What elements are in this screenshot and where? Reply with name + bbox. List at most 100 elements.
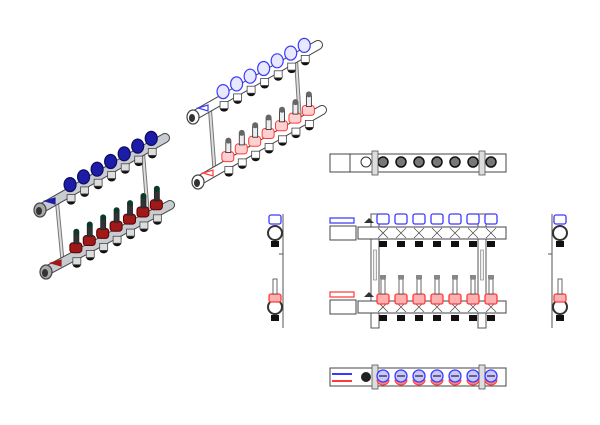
supply-valve-cap bbox=[430, 213, 444, 225]
supply-bar bbox=[357, 226, 507, 240]
return-fitting-bore bbox=[194, 179, 200, 187]
flow-meter-knob bbox=[86, 221, 93, 228]
flow-meter-knob bbox=[265, 114, 272, 121]
return-outlet bbox=[85, 250, 95, 258]
return-outlet-cap bbox=[433, 315, 441, 321]
flow-meter-knob bbox=[127, 200, 134, 207]
supply-fitting-bore bbox=[36, 207, 42, 215]
supply-outlet bbox=[147, 147, 157, 156]
air-vent-bottom bbox=[361, 372, 371, 382]
supply-valve-cap bbox=[104, 153, 118, 170]
supply-outlet bbox=[80, 186, 89, 195]
flow-meter-body bbox=[221, 151, 235, 163]
supply-valve-cap bbox=[76, 169, 91, 185]
supply-outlet bbox=[66, 194, 76, 203]
flow-meter-body bbox=[466, 293, 480, 305]
supply-outlet bbox=[300, 55, 310, 63]
flow-meter-body bbox=[376, 293, 390, 305]
flow-meter-knob bbox=[398, 275, 404, 279]
flow-meter-body bbox=[234, 143, 248, 155]
supply-valve-cap bbox=[131, 138, 145, 154]
supply-valve-cap bbox=[90, 161, 104, 177]
front-view bbox=[329, 213, 507, 329]
flow-meter-body bbox=[275, 120, 289, 132]
return-bar bbox=[196, 106, 326, 184]
supply-valve-cap bbox=[448, 213, 462, 225]
outlet-port bbox=[377, 156, 389, 168]
flow-meter-stem bbox=[416, 278, 422, 295]
port-cross bbox=[449, 227, 461, 239]
supply-valve-cap bbox=[144, 130, 158, 146]
supply-valve-cap bbox=[284, 45, 298, 61]
flow-meter-knob bbox=[292, 99, 299, 106]
supply-outlet bbox=[120, 163, 130, 172]
outlet-port bbox=[431, 156, 443, 168]
supply-outlet bbox=[93, 178, 103, 187]
supply-valve-cap bbox=[553, 214, 567, 225]
supply-valve-cap bbox=[484, 213, 498, 225]
return-outlet bbox=[99, 242, 109, 251]
return-outlet bbox=[72, 257, 82, 266]
supply-bar-section bbox=[552, 225, 568, 241]
flow-meter-knob bbox=[140, 192, 147, 199]
return-outlet bbox=[264, 143, 274, 151]
return-ball-valve-handle bbox=[200, 169, 214, 177]
return-air-vent bbox=[364, 292, 374, 297]
top-view bbox=[329, 150, 507, 176]
return-outlet bbox=[224, 166, 234, 175]
return-outlet bbox=[139, 221, 149, 230]
flow-meter-knob bbox=[238, 129, 245, 136]
flow-meter-stem bbox=[557, 278, 563, 295]
bracket-top bbox=[478, 150, 486, 176]
supply-valve-cap bbox=[257, 60, 271, 77]
return-outlet bbox=[251, 150, 261, 159]
supply-bar-section bbox=[267, 225, 283, 241]
flow-meter-knob bbox=[100, 214, 107, 221]
flow-meter-body bbox=[109, 220, 123, 232]
port-cross bbox=[485, 227, 497, 239]
return-outlet bbox=[278, 135, 287, 144]
flow-meter-knob bbox=[225, 137, 232, 144]
isometric-outline-view bbox=[186, 37, 327, 190]
flow-meter-stem bbox=[398, 278, 404, 295]
port-cross bbox=[431, 227, 443, 239]
supply-air-vent bbox=[364, 218, 374, 223]
flow-meter-knob bbox=[73, 228, 80, 235]
return-outlet-cap bbox=[379, 315, 387, 321]
return-outlet bbox=[304, 120, 314, 128]
supply-outlet-cap bbox=[433, 241, 441, 247]
return-valve-handle bbox=[329, 291, 355, 298]
supply-outlet bbox=[273, 70, 283, 79]
bracket-bottom bbox=[478, 364, 486, 390]
supply-valve-cap bbox=[466, 213, 480, 225]
flow-meter-body bbox=[394, 293, 408, 305]
flow-meter-knob bbox=[488, 275, 494, 279]
return-outlet bbox=[152, 214, 162, 223]
supply-outlet-cap bbox=[379, 241, 387, 247]
supply-outlet bbox=[233, 93, 242, 102]
return-outlet bbox=[237, 158, 247, 167]
flow-meter-knob bbox=[252, 122, 259, 129]
flow-meter-knob bbox=[153, 185, 160, 192]
supply-outlet bbox=[219, 101, 229, 109]
flow-meter-body bbox=[123, 213, 137, 225]
flow-meter-stem bbox=[488, 278, 494, 295]
supply-outlet bbox=[287, 62, 297, 71]
left-side-view bbox=[267, 214, 284, 328]
return-outlet-cap bbox=[397, 315, 405, 321]
return-ball-valve bbox=[329, 299, 357, 315]
flow-meter-stem bbox=[380, 278, 386, 295]
return-outlet bbox=[291, 127, 301, 136]
flow-meter-stem bbox=[452, 278, 458, 295]
flow-meter-body bbox=[96, 227, 110, 239]
bracket-side bbox=[548, 214, 553, 328]
supply-ball-valve-handle bbox=[195, 104, 209, 112]
flow-meter-body bbox=[301, 104, 315, 116]
flow-meter-knob bbox=[452, 275, 458, 279]
flow-meter-stem bbox=[434, 278, 440, 295]
supply-bar bbox=[38, 134, 169, 212]
supply-outlet-cap bbox=[397, 241, 405, 247]
right-side-view bbox=[548, 214, 568, 328]
bracket-side bbox=[279, 214, 284, 328]
